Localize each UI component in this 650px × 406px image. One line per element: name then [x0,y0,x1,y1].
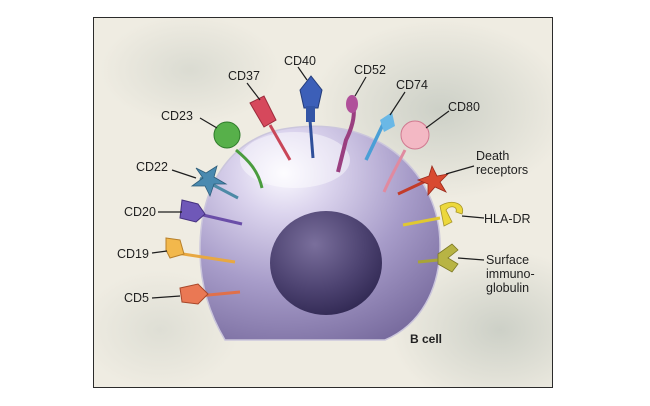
label-surface: Surface [486,253,529,267]
label-cd52: CD52 [354,63,386,77]
label-immuno: immuno- [486,267,535,281]
receptor-cd22 [190,165,239,200]
leader-lines [151,66,485,299]
receptor-cd5 [179,283,241,305]
receptor-cd74 [364,112,395,161]
label-cd40: CD40 [284,54,316,68]
label-cd74: CD74 [396,78,428,92]
label-cd22: CD22 [136,160,168,174]
label-receptors: receptors [476,163,528,177]
label-hla-dr: HLA-DR [484,212,531,226]
receptor-surface-ig [417,243,459,273]
label-death: Death [476,149,509,163]
label-cd5: CD5 [124,291,149,305]
receptor-cd20 [179,199,243,226]
nucleus [270,211,382,315]
receptor-cd80 [382,120,430,193]
label-cd23: CD23 [161,109,193,123]
cell-type-label: B cell [410,332,442,346]
receptor-cd40 [299,75,323,159]
cell-highlight [240,132,350,188]
label-cd80: CD80 [448,100,480,114]
label-cd20: CD20 [124,205,156,219]
receptor-cd52 [336,95,358,173]
receptor-cd19 [165,237,236,264]
receptor-cd23 [213,121,264,189]
label-cd37: CD37 [228,69,260,83]
receptor-hla-dr [402,201,464,227]
receptor-death [397,164,450,197]
label-globulin: globulin [486,281,529,295]
label-cd19: CD19 [117,247,149,261]
